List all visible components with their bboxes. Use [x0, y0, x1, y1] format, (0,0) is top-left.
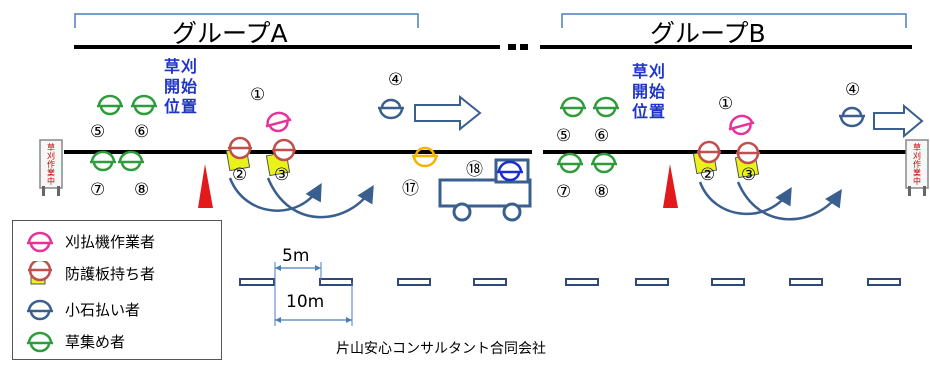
swing-arrow — [736, 181, 842, 221]
worker-number-1: ① — [718, 94, 734, 114]
worker-number-18: ⑱ — [466, 160, 483, 180]
grass-collector-helmet — [97, 94, 123, 116]
worker-number-6: ⑥ — [134, 122, 150, 142]
lane-marker — [239, 278, 275, 286]
start-label-line: 位置 — [632, 102, 667, 121]
grass-collector-helmet — [557, 152, 583, 174]
worker-number-1: ① — [250, 85, 266, 105]
worker-number-6: ⑥ — [594, 126, 610, 146]
helmet-icon — [27, 231, 53, 253]
start-label-line: 草刈 — [632, 62, 667, 81]
worker-number-5: ⑤ — [556, 126, 572, 146]
guard-worker-helmet — [697, 140, 721, 164]
grass-collector-helmet — [593, 96, 619, 118]
worker-number-5: ⑤ — [90, 122, 106, 142]
worker-number-8: ⑧ — [594, 182, 610, 202]
start-position-label-b: 草刈 開始 位置 — [632, 62, 666, 122]
legend-item-mower: 刈払機作業者 — [25, 229, 155, 253]
grass-collector-helmet — [560, 96, 586, 118]
guard-helmet-icon — [28, 261, 52, 282]
helmet-icon — [27, 299, 53, 321]
group-a-bracket — [74, 13, 419, 28]
truck-driver-helmet — [497, 160, 523, 182]
stone-sweeper-helmet — [378, 98, 404, 120]
helmet-icon — [27, 331, 53, 353]
lane-marker — [473, 278, 507, 286]
legend-item-grass-collector: 草集め者 — [25, 329, 125, 353]
lane-marker — [635, 278, 669, 286]
start-position-label-a: 草刈 開始 位置 — [164, 57, 198, 117]
worker-number-4: ④ — [388, 70, 404, 90]
helmet-icon — [27, 331, 53, 353]
mower-worker-helmet — [265, 111, 292, 133]
guard-worker-helmet — [272, 138, 296, 162]
forward-arrow-group-a — [414, 94, 482, 132]
grass-collector-helmet — [90, 150, 116, 172]
start-label-line: 開始 — [164, 77, 199, 96]
grass-collector-helmet — [118, 150, 144, 172]
lane-marker — [565, 278, 599, 286]
legend-label: 草集め者 — [65, 332, 126, 351]
start-label-line: 位置 — [164, 97, 199, 116]
worker-number-2: ② — [700, 165, 716, 185]
mower-worker-helmet — [728, 114, 755, 136]
swing-arrow — [266, 177, 374, 219]
legend: 刈払機作業者 防護板持ち者 小石払い者 草集め者 — [12, 220, 222, 360]
legend-label: 防護板持ち者 — [65, 264, 156, 283]
top-road-edge-dash — [508, 44, 516, 50]
dimension-label-5m: 5m — [282, 246, 310, 266]
worker-number-4: ④ — [845, 80, 861, 100]
group-a-title: グループA — [172, 19, 288, 48]
lane-marker — [711, 278, 745, 286]
legend-label: 小石払い者 — [65, 300, 141, 319]
stone-sweeper-helmet — [839, 106, 865, 128]
worker-number-7: ⑦ — [556, 182, 572, 202]
worker-number-3: ③ — [274, 165, 290, 185]
traffic-cone-b — [663, 164, 678, 208]
worker-number-7: ⑦ — [90, 180, 106, 200]
work-sign-text: 草刈作業中 — [47, 142, 55, 186]
lane-marker — [397, 278, 431, 286]
worker-number-3: ③ — [741, 165, 757, 185]
start-label-line: 開始 — [632, 82, 667, 101]
forward-arrow-group-b — [873, 103, 924, 139]
work-sign-left: 草刈作業中 — [39, 139, 63, 196]
start-label-line: 草刈 — [164, 57, 199, 76]
company-name: 片山安心コンサルタント合同会社 — [336, 341, 546, 357]
worker-number-17: ⑰ — [402, 179, 419, 199]
helmet-icon — [27, 299, 53, 321]
dimension-label-10m: 10m — [286, 292, 325, 312]
worker-number-2: ② — [232, 165, 248, 185]
legend-item-guard: 防護板持ち者 — [25, 261, 155, 285]
legend-label: 刈払機作業者 — [65, 232, 156, 251]
lane-marker — [319, 278, 353, 286]
traffic-cone-a — [198, 164, 213, 208]
work-sign-text: 草刈作業中 — [913, 142, 921, 186]
grass-collector-helmet — [131, 94, 157, 116]
swing-arrow — [228, 177, 322, 212]
top-road-edge-dash — [520, 44, 528, 50]
group-b-title: グループB — [650, 19, 766, 48]
truck-worker-helmet — [412, 146, 438, 168]
legend-item-stone-sweeper: 小石払い者 — [25, 297, 140, 321]
helmet-icon — [27, 231, 53, 253]
work-sign-right: 草刈作業中 — [905, 139, 929, 196]
swing-arrow — [698, 181, 792, 215]
guard-worker-helmet — [736, 141, 760, 165]
group-b-bracket — [561, 13, 907, 28]
lane-marker — [867, 278, 901, 286]
guard-worker-helmet — [228, 136, 252, 160]
worker-number-8: ⑧ — [134, 180, 150, 200]
grass-collector-helmet — [591, 152, 617, 174]
lane-marker — [789, 278, 823, 286]
helmet-with-shield-icon — [28, 261, 52, 285]
